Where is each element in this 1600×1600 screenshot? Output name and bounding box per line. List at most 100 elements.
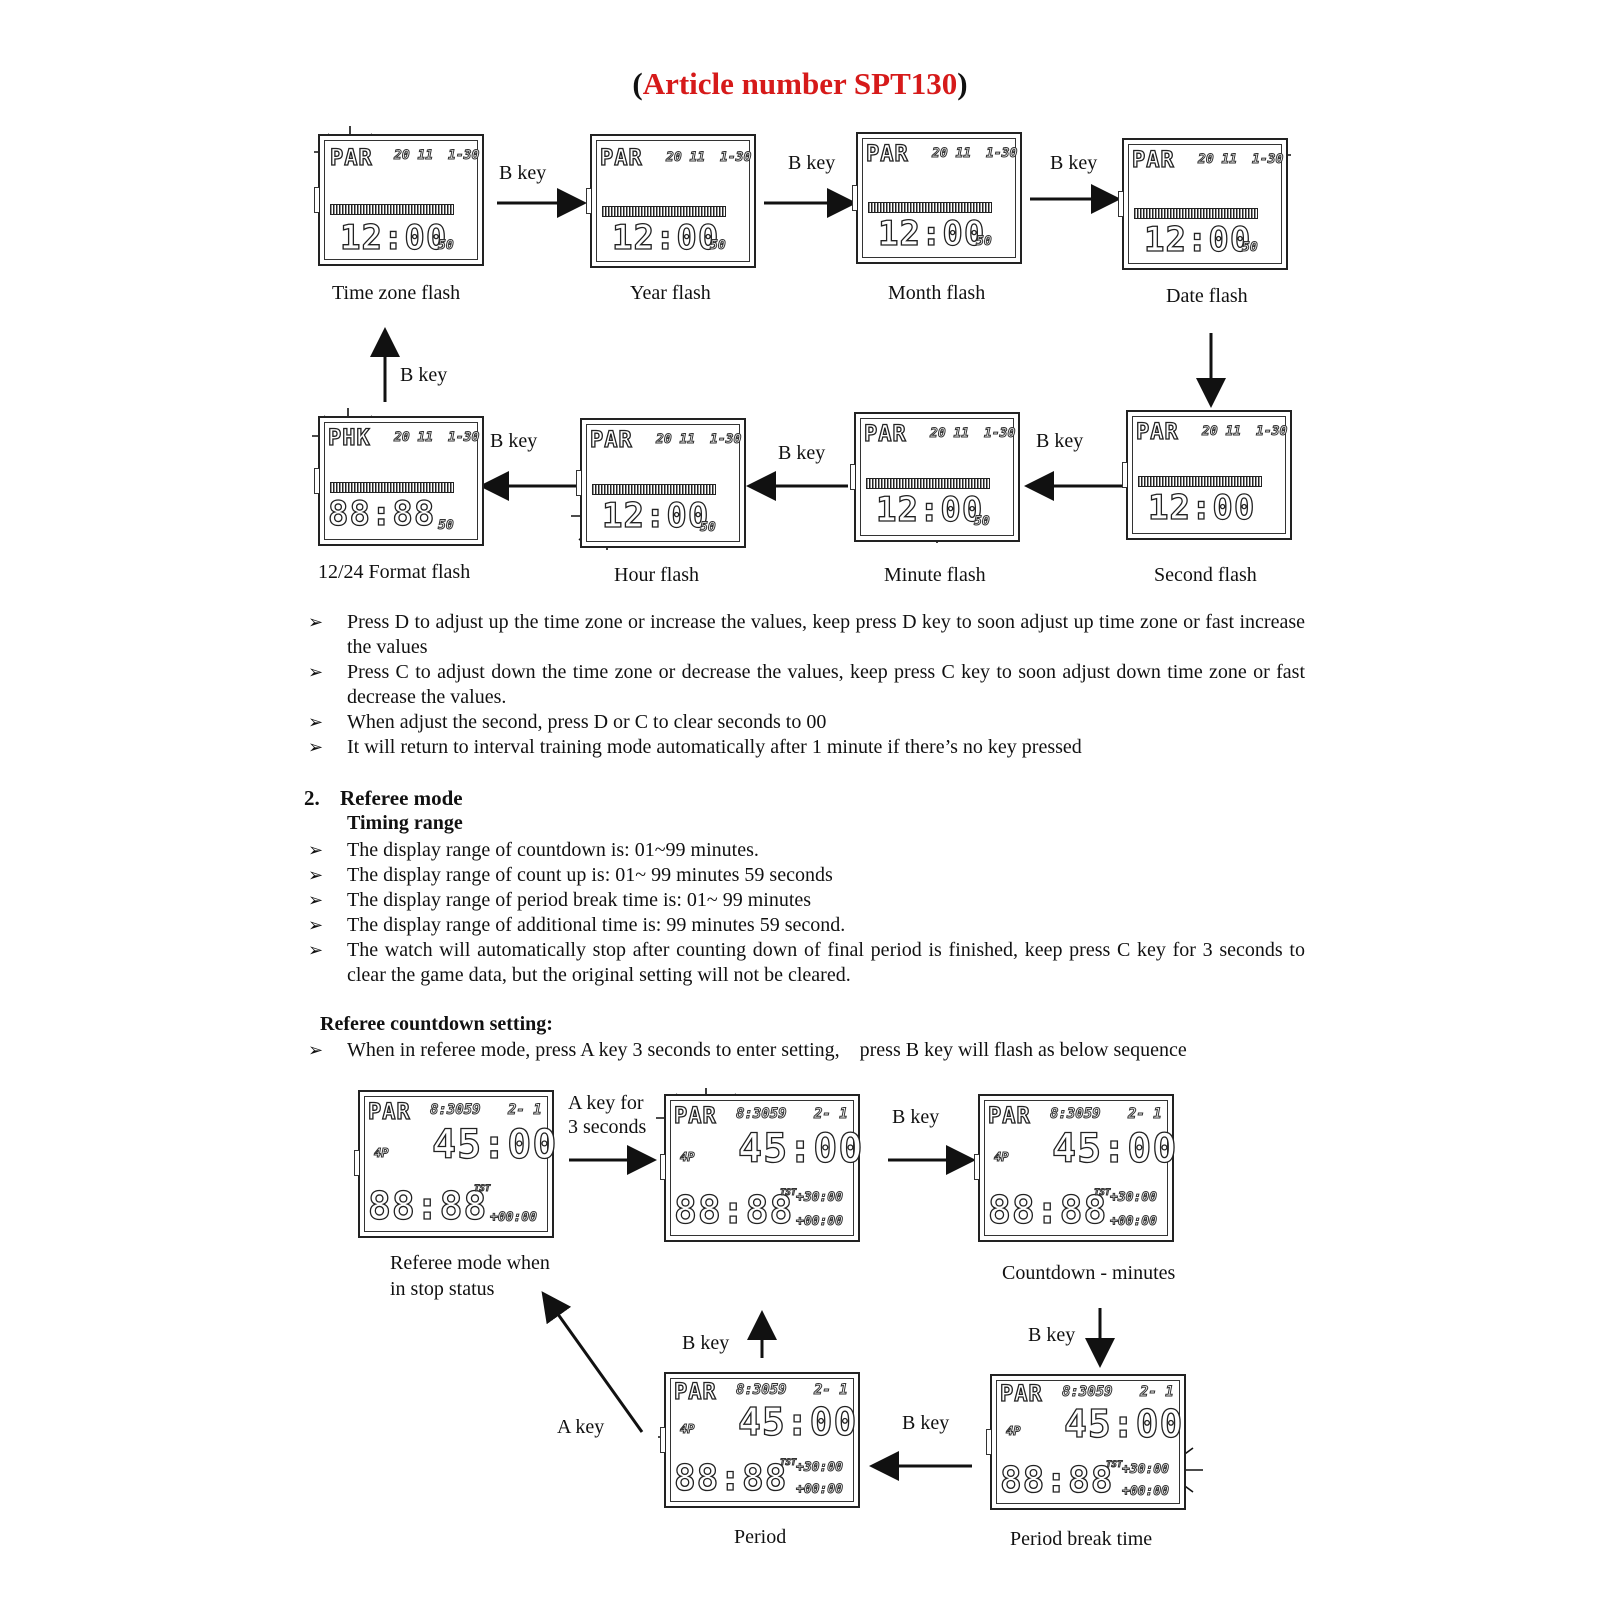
lcd-zone-text: PAR — [1135, 419, 1179, 445]
b-key-label: B key — [499, 162, 547, 184]
section-heading: Referee mode — [340, 786, 463, 810]
lcd-elapsed: 88:88 — [987, 1187, 1108, 1232]
range-5: The watch will automatically stop after … — [347, 939, 1305, 986]
bullet-icon: ➢ — [308, 1040, 324, 1060]
lcd-zone-text: PAR — [673, 1103, 717, 1129]
lcd-date-text: 1-30 — [447, 148, 480, 164]
bullet-icon: ➢ — [308, 662, 324, 682]
lcd-zone-text: PAR — [589, 427, 633, 453]
caption-minute: Minute flash — [884, 564, 986, 586]
lcd-year-text: 20 11 — [665, 150, 706, 166]
lcd-zone-text: PAR — [599, 145, 643, 171]
section-number: 2. — [304, 786, 320, 810]
b-key-label: B key — [490, 430, 538, 452]
bullet-icon: ➢ — [308, 890, 324, 910]
lcd-tst: TST — [779, 1188, 797, 1199]
lcd-date-text: 1-30 — [983, 426, 1016, 442]
lcd-period-icon: 4P — [1005, 1424, 1021, 1439]
lcd-year-text: 20 11 — [393, 430, 434, 446]
range-3: The display range of period break time i… — [347, 889, 812, 911]
lcd-time-text: 12:00 — [877, 213, 986, 254]
caption-period: Period — [734, 1526, 787, 1548]
lcd-countdown: 45:00 — [737, 1399, 858, 1444]
countdown-setting-heading: Referee countdown setting: — [320, 1013, 553, 1035]
lcd-date-text: 1-30 — [1251, 152, 1284, 168]
caption-period-break: Period break time — [1010, 1528, 1153, 1550]
lcd-time-text: 12:00 — [1147, 487, 1256, 528]
lcd-hour: PAR 20 11 1-30 12:00 50 — [576, 418, 746, 548]
lcd-zone-text: PAR — [673, 1379, 717, 1405]
lcd-time-text: 12:00 — [601, 495, 710, 536]
caption-second: Second flash — [1154, 564, 1257, 586]
lcd-tst: TST — [1105, 1460, 1123, 1471]
lcd-period: PAR 8:3059 2- 1 4P 45:00 88:88 TST +30:0… — [660, 1372, 860, 1508]
lcd-seconds-text: 50 — [438, 238, 455, 254]
instruction-4: It will return to interval training mode… — [347, 736, 1082, 758]
article-number: Article number SPT130 — [642, 66, 958, 101]
instruction-1: Press D to adjust up the time zone or in… — [347, 611, 1305, 658]
bullet-icon: ➢ — [308, 712, 324, 732]
lcd-month: PAR 20 11 1-30 12:00 50 — [852, 132, 1022, 264]
lcd-plus-00: +00:00 — [1122, 1484, 1170, 1500]
lcd-zone-text: PAR — [863, 421, 907, 447]
b-key-label: B key — [1028, 1324, 1076, 1346]
lcd-period-small: 2- 1 — [814, 1382, 849, 1399]
lcd-time-text: 12:00 — [611, 217, 720, 258]
lcd-seconds-text: 50 — [438, 518, 455, 534]
lcd-plus-30: +30:00 — [1110, 1190, 1158, 1206]
b-key-label: B key — [892, 1106, 940, 1128]
lcd-minute: PAR 20 11 1-30 12:00 50 — [850, 412, 1020, 542]
lcd-seconds-text: 50 — [1242, 240, 1259, 256]
instruction-2: Press C to adjust down the time zone or … — [347, 661, 1305, 708]
caption-stop-2: in stop status — [390, 1278, 495, 1300]
lcd-period-small: 2- 1 — [1128, 1106, 1163, 1123]
instruction-3: When adjust the second, press D or C to … — [347, 711, 827, 733]
lcd-plus-00: +00:00 — [1110, 1214, 1158, 1230]
lcd-period-break: PAR 8:3059 2- 1 4P 45:00 88:88 TST +30:0… — [986, 1374, 1186, 1510]
lcd-zone-text: PAR — [999, 1381, 1043, 1407]
lcd-countdown: 45:00 — [431, 1121, 558, 1168]
lcd-year-text: 20 11 — [393, 148, 434, 164]
lcd-referee-setting: PAR 8:3059 2- 1 4P 45:00 88:88 TST +30:0… — [660, 1094, 863, 1242]
lcd-zone-text: PAR — [329, 145, 373, 171]
lcd-tst: TST — [779, 1458, 797, 1469]
b-key-label: B key — [1050, 152, 1098, 174]
lcd-year-text: 20 11 — [929, 426, 970, 442]
lcd-plus-00: +00:00 — [490, 1210, 538, 1226]
caption-year: Year flash — [630, 282, 711, 304]
lcd-countdown: 45:00 — [1051, 1125, 1178, 1172]
lcd-seconds-text: 50 — [974, 514, 991, 530]
caption-month: Month flash — [888, 282, 986, 304]
caption-countdown-minutes: Countdown - minutes — [1002, 1262, 1176, 1284]
lcd-elapsed: 88:88 — [999, 1459, 1114, 1501]
lcd-countdown-minutes: PAR 8:3059 2- 1 4P 45:00 88:88 TST +30:0… — [974, 1094, 1178, 1242]
a-key-3s-label-2: 3 seconds — [568, 1116, 647, 1138]
lcd-seconds-text: 50 — [976, 234, 993, 250]
lcd-period-small: 2- 1 — [1140, 1384, 1175, 1401]
range-4: The display range of additional time is:… — [347, 914, 846, 936]
a-key-3s-label-1: A key for — [568, 1092, 644, 1114]
lcd-period-icon: 4P — [679, 1150, 695, 1165]
lcd-plus-00: +00:00 — [796, 1482, 844, 1498]
lcd-zone-text: PAR — [987, 1103, 1031, 1129]
lcd-seconds-text: 50 — [700, 520, 717, 536]
lcd-period-icon: 4P — [373, 1146, 389, 1161]
lcd-plus-30: +30:00 — [796, 1190, 844, 1206]
lcd-date-text: 1-30 — [447, 430, 480, 446]
bullet-icon: ➢ — [308, 737, 324, 757]
lcd-tst: TST — [1093, 1188, 1111, 1199]
range-1: The display range of countdown is: 01~99… — [347, 839, 759, 861]
b-key-label: B key — [400, 364, 448, 386]
lcd-tst: TST — [473, 1184, 491, 1195]
b-key-label: B key — [778, 442, 826, 464]
b-key-label: B key — [1036, 430, 1084, 452]
lcd-date: PAR 20 11 1-30 12:00 50 — [1118, 138, 1288, 270]
caption-date: Date flash — [1166, 285, 1248, 307]
bullet-icon: ➢ — [308, 840, 324, 860]
lcd-clock-small: 8:3059 — [736, 1382, 788, 1399]
lcd-clock-small: 8:3059 — [430, 1102, 482, 1119]
article-title: (Article number SPT130) — [632, 66, 968, 101]
lcd-year-text: 20 11 — [1197, 152, 1238, 168]
lcd-format: PHK 20 11 1-30 88:88 50 — [314, 416, 484, 546]
